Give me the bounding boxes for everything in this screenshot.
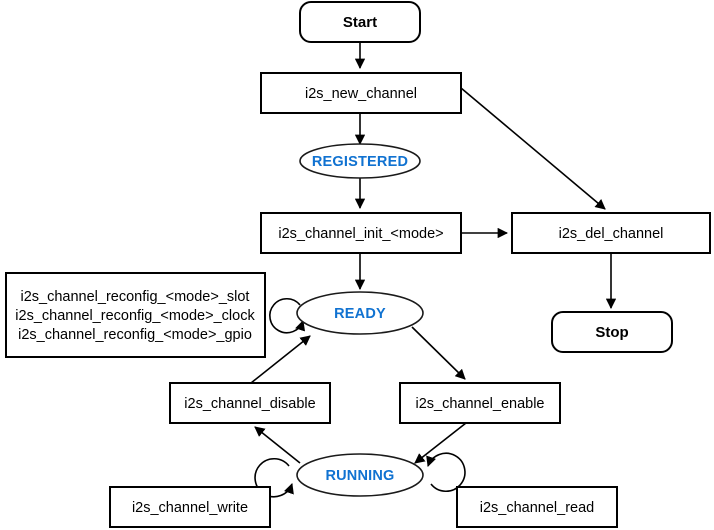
channel-init-shape — [260, 212, 462, 254]
channel-write-shape — [109, 486, 271, 528]
start-shape — [299, 1, 421, 43]
edge-running-to-channel-disable — [254, 426, 301, 464]
edge-running-self-loop-write — [254, 457, 294, 498]
edge-ready-self-loop-reconfig — [269, 298, 306, 334]
node-i2s-new-channel[interactable]: i2s_new_channel — [260, 72, 462, 114]
channel-read-label: i2s_channel_read — [480, 500, 594, 516]
node-state-ready[interactable]: READY — [296, 291, 424, 335]
channel-reconfig-line-gpio: i2s_channel_reconfig_<mode>_gpio — [18, 327, 252, 343]
node-state-registered[interactable]: REGISTERED — [299, 143, 421, 179]
edge-channel-disable-to-ready — [250, 335, 311, 384]
channel-reconfig-line-slot: i2s_channel_reconfig_<mode>_slot — [21, 289, 250, 305]
new-channel-label: i2s_new_channel — [305, 86, 417, 102]
channel-reconfig-shape — [5, 272, 266, 358]
ready-shape — [296, 291, 424, 335]
del-channel-shape — [511, 212, 711, 254]
registered-shape — [299, 143, 421, 179]
stop-shape — [551, 311, 673, 353]
channel-disable-label: i2s_channel_disable — [184, 396, 315, 412]
running-label: RUNNING — [325, 468, 394, 484]
channel-init-label: i2s_channel_init_<mode> — [278, 226, 443, 242]
node-i2s-del-channel[interactable]: i2s_del_channel — [511, 212, 711, 254]
running-shape — [296, 453, 424, 497]
edge-ready-to-channel-enable — [411, 326, 466, 380]
ready-label: READY — [334, 306, 386, 322]
channel-read-shape — [456, 486, 618, 528]
edge-new-channel-to-del-channel — [460, 87, 606, 210]
stop-label: Stop — [595, 324, 628, 341]
channel-disable-shape — [169, 382, 331, 424]
channel-enable-shape — [399, 382, 561, 424]
node-i2s-channel-init[interactable]: i2s_channel_init_<mode> — [260, 212, 462, 254]
start-label: Start — [343, 14, 377, 31]
registered-label: REGISTERED — [312, 154, 408, 170]
new-channel-shape — [260, 72, 462, 114]
del-channel-label: i2s_del_channel — [559, 226, 664, 242]
edge-channel-enable-to-running — [414, 422, 467, 464]
node-state-running[interactable]: RUNNING — [296, 453, 424, 497]
node-start[interactable]: Start — [299, 1, 421, 43]
node-i2s-channel-read[interactable]: i2s_channel_read — [456, 486, 618, 528]
node-i2s-channel-disable[interactable]: i2s_channel_disable — [169, 382, 331, 424]
node-i2s-channel-reconfig[interactable]: i2s_channel_reconfig_<mode>_slot i2s_cha… — [5, 272, 266, 358]
channel-write-label: i2s_channel_write — [132, 500, 248, 516]
node-i2s-channel-write[interactable]: i2s_channel_write — [109, 486, 271, 528]
node-i2s-channel-enable[interactable]: i2s_channel_enable — [399, 382, 561, 424]
channel-reconfig-line-clock: i2s_channel_reconfig_<mode>_clock — [15, 308, 255, 324]
channel-enable-label: i2s_channel_enable — [416, 396, 545, 412]
edge-running-self-loop-read — [426, 452, 466, 493]
node-stop[interactable]: Stop — [551, 311, 673, 353]
